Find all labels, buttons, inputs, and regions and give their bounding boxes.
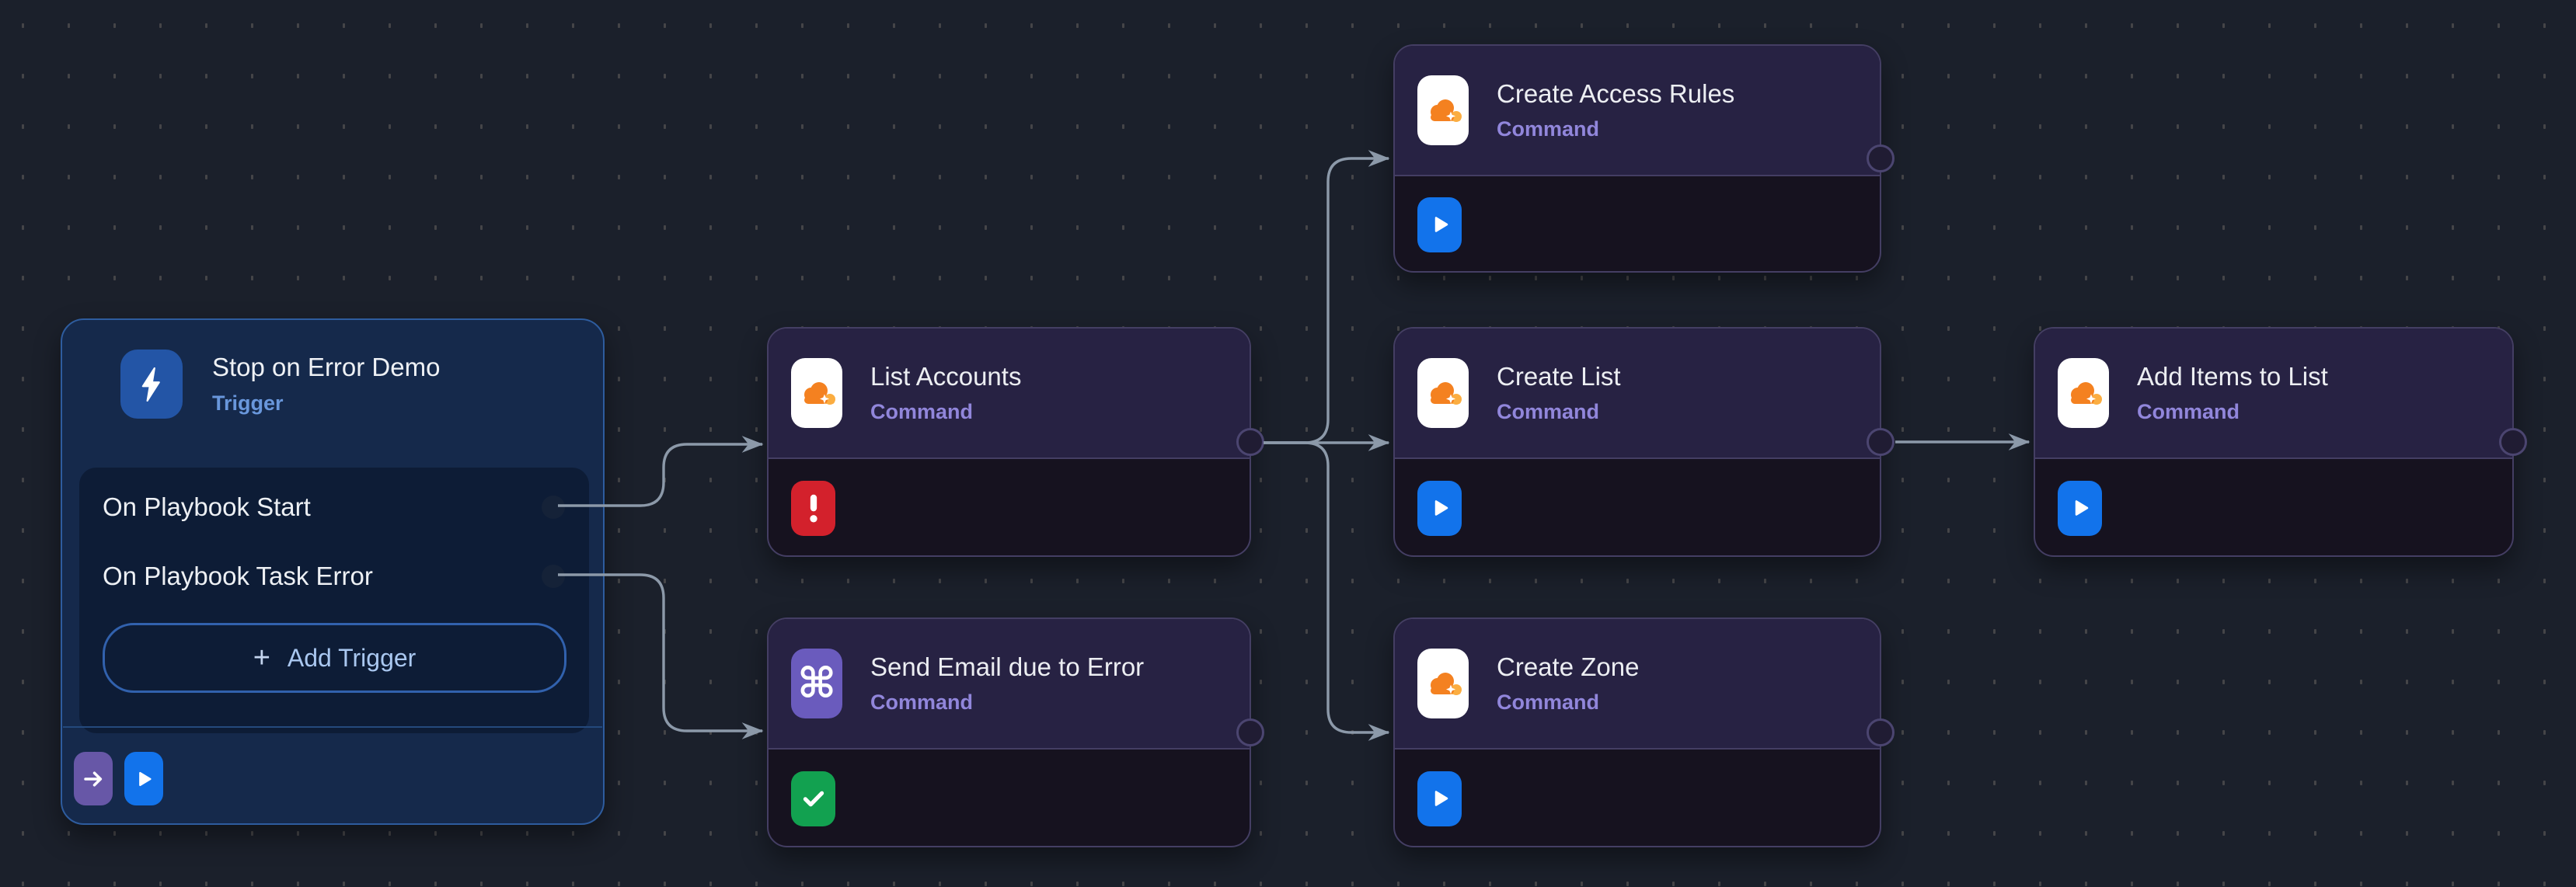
cloudflare-icon <box>1417 75 1469 145</box>
node-title: Add Items to List <box>2137 362 2328 391</box>
trigger-row-label: On Playbook Start <box>103 492 311 521</box>
trigger-list-panel: On Playbook Start On Playbook Task Error… <box>79 468 589 733</box>
output-port[interactable] <box>1236 428 1264 456</box>
node-title: Send Email due to Error <box>870 652 1145 681</box>
add-trigger-label: Add Trigger <box>287 643 417 672</box>
trigger-node[interactable]: Stop on Error Demo Trigger On Playbook S… <box>61 318 605 825</box>
node-type-label: Command <box>1497 400 1600 423</box>
node-title: Create Access Rules <box>1497 79 1735 108</box>
trigger-header: Stop on Error Demo Trigger <box>62 320 603 419</box>
success-check-icon[interactable] <box>791 770 835 826</box>
output-port[interactable] <box>1867 428 1895 456</box>
node-header: Create List Command <box>1395 329 1880 459</box>
arrow-right-icon[interactable] <box>74 752 113 805</box>
command-symbol-icon: ⌘ <box>791 649 842 718</box>
play-icon[interactable] <box>2058 480 2102 536</box>
output-port[interactable] <box>1867 718 1895 746</box>
edge-list-accounts-to-create-zone <box>1264 441 1390 741</box>
node-send-email-due-to-error[interactable]: ⌘ Send Email due to Error Command <box>767 617 1264 847</box>
node-footer <box>1395 461 1880 555</box>
node-create-access-rules[interactable]: Create Access Rules Command <box>1393 44 1895 273</box>
edge-list-accounts-to-create-access-rules <box>1264 150 1390 444</box>
play-icon[interactable] <box>1417 480 1462 536</box>
cloudflare-icon <box>1417 358 1469 428</box>
node-header: Create Access Rules Command <box>1395 46 1880 176</box>
node-list-accounts[interactable]: List Accounts Command <box>767 327 1264 557</box>
plus-icon: + <box>253 642 270 674</box>
trigger-title: Stop on Error Demo <box>212 353 441 381</box>
output-port[interactable] <box>1867 144 1895 172</box>
trigger-row-label: On Playbook Task Error <box>103 562 373 590</box>
trigger-footer <box>74 752 163 805</box>
node-create-list[interactable]: Create List Command <box>1393 327 1895 557</box>
play-icon[interactable] <box>1417 197 1462 252</box>
node-add-items-to-list[interactable]: Add Items to List Command <box>2034 327 2527 557</box>
add-trigger-button[interactable]: + Add Trigger <box>103 623 566 693</box>
trigger-type-label: Trigger <box>212 391 284 415</box>
node-footer <box>2035 461 2512 555</box>
node-footer <box>769 461 1250 555</box>
node-footer <box>1395 751 1880 846</box>
node-type-label: Command <box>1497 690 1600 714</box>
node-header: ⌘ Send Email due to Error Command <box>769 619 1250 750</box>
trigger-row-on-playbook-task-error[interactable]: On Playbook Task Error <box>103 553 566 600</box>
node-type-label: Command <box>870 400 974 423</box>
node-type-label: Command <box>870 690 974 714</box>
output-port[interactable] <box>1236 718 1264 746</box>
cloudflare-icon <box>2058 358 2109 428</box>
node-type-label: Command <box>1497 117 1600 141</box>
node-footer <box>769 751 1250 846</box>
trigger-output-dot[interactable] <box>542 496 565 519</box>
node-header: Add Items to List Command <box>2035 329 2512 459</box>
play-icon[interactable] <box>124 752 163 805</box>
node-create-zone[interactable]: Create Zone Command <box>1393 617 1895 847</box>
trigger-footer-divider <box>63 726 602 728</box>
node-footer <box>1395 178 1880 271</box>
node-title: Create List <box>1497 362 1621 391</box>
node-title: Create Zone <box>1497 652 1640 681</box>
cloudflare-icon <box>1417 649 1469 718</box>
node-type-label: Command <box>2137 400 2240 423</box>
lightning-icon <box>120 350 183 419</box>
node-header: Create Zone Command <box>1395 619 1880 750</box>
trigger-output-dot[interactable] <box>542 565 565 588</box>
node-header: List Accounts Command <box>769 329 1250 459</box>
play-icon[interactable] <box>1417 770 1462 826</box>
cloudflare-icon <box>791 358 842 428</box>
node-title: List Accounts <box>870 362 1022 391</box>
error-exclamation-icon[interactable] <box>791 480 835 536</box>
output-port[interactable] <box>2499 428 2527 456</box>
trigger-row-on-playbook-start[interactable]: On Playbook Start <box>103 484 566 530</box>
